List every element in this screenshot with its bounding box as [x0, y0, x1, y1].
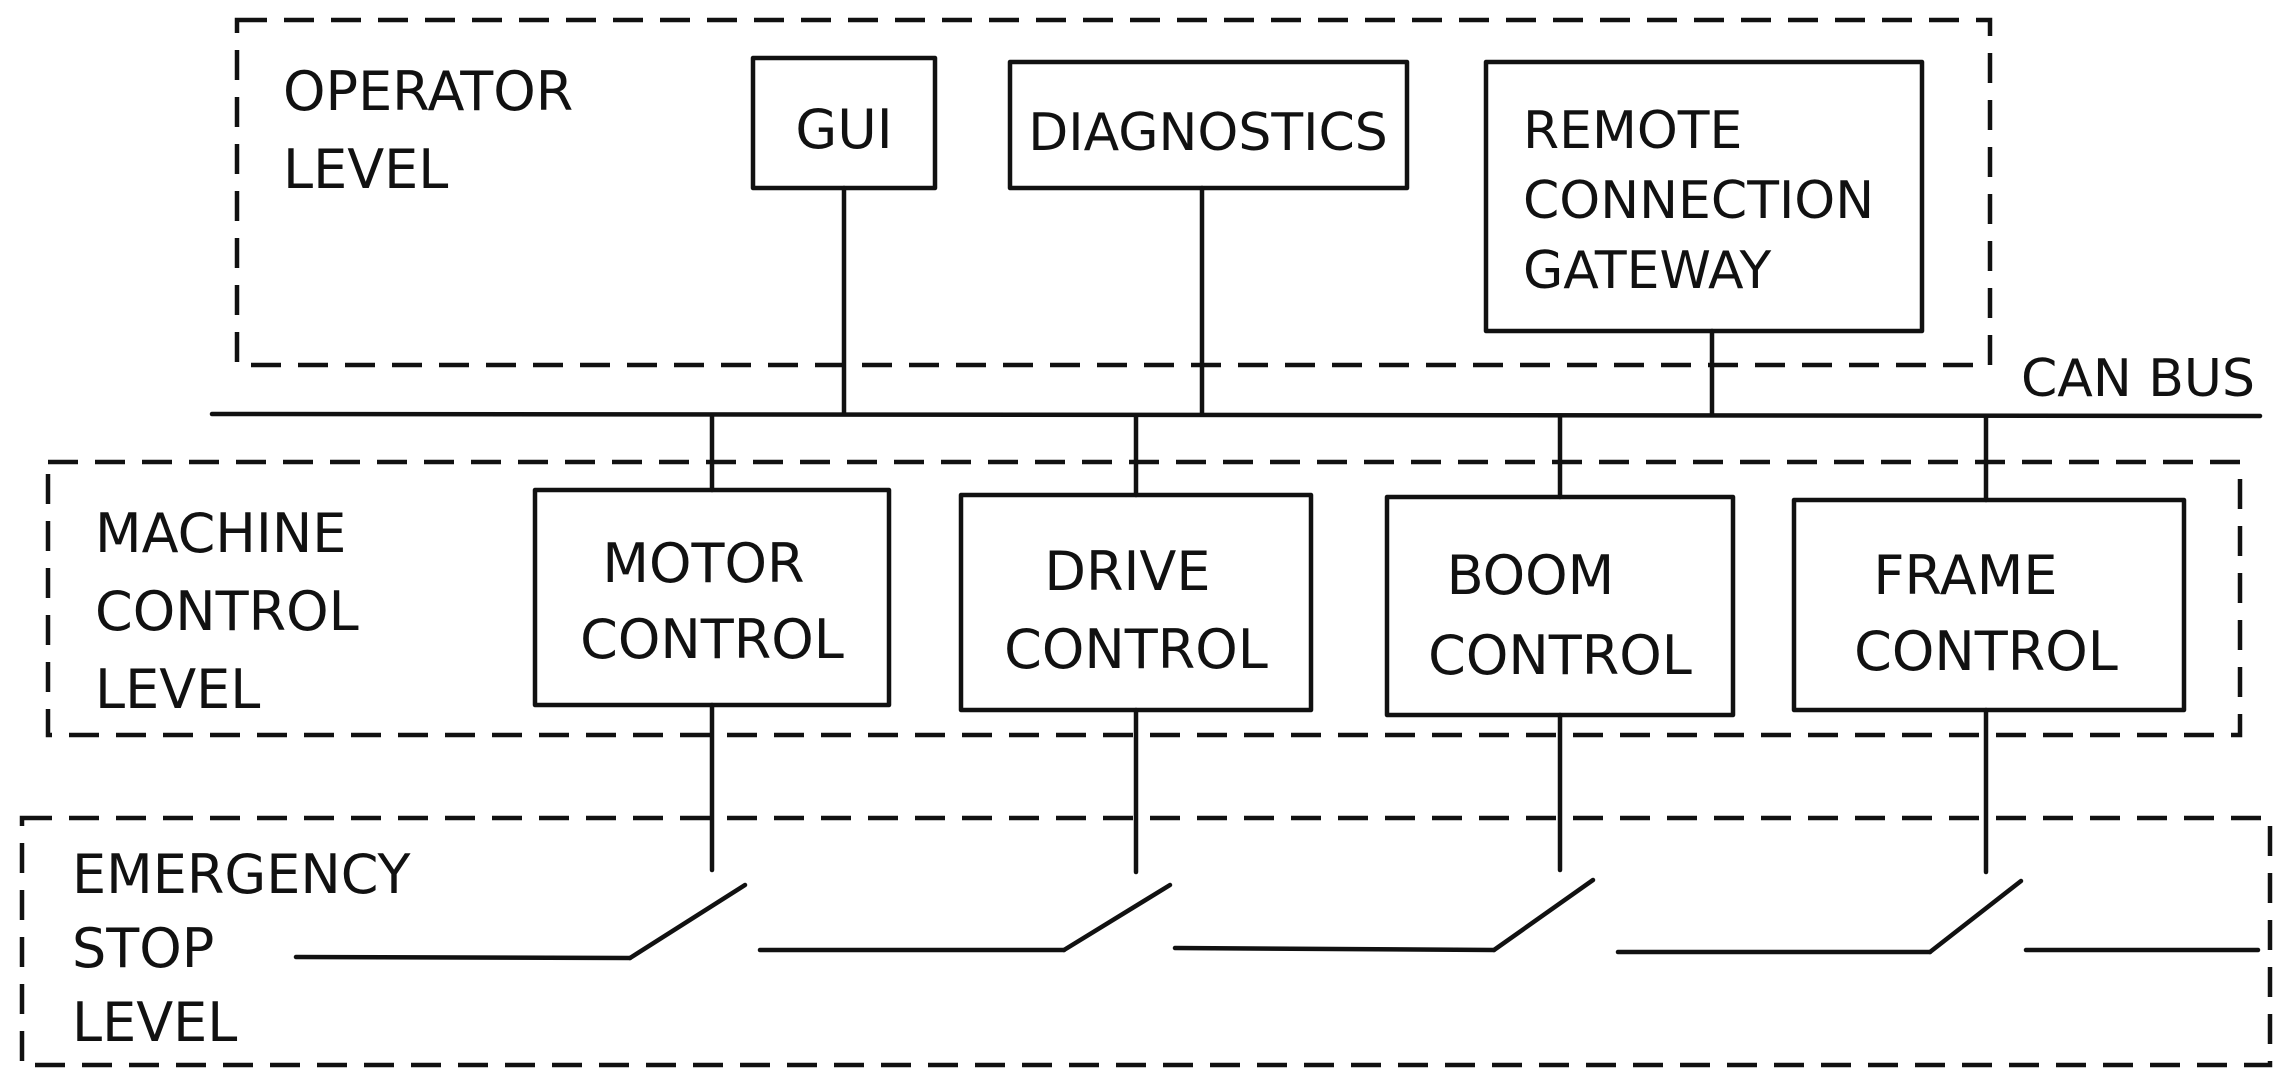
emergency-stop-level-frame: [19, 815, 2273, 1068]
estop-segment-3: [1172, 945, 1497, 953]
emergency-level-line-2: STOP: [72, 917, 214, 980]
can-bus-label: CAN BUS: [2021, 349, 2255, 409]
operator-level-line-2: LEVEL: [283, 138, 448, 201]
drive-control-label: DRIVE CONTROL: [1004, 540, 1268, 681]
machine-level-line-3: LEVEL: [95, 658, 260, 721]
operator-level-frame: [234, 17, 1993, 368]
motor-control-box: [532, 487, 892, 708]
machine-control-level-label: MACHINE CONTROL LEVEL: [95, 502, 376, 721]
boom-estop-switch: [1491, 877, 1596, 953]
frame-estop-switch: [1927, 878, 2024, 955]
drive-estop-switch: [1061, 882, 1173, 953]
machine-level-line-1: MACHINE: [95, 502, 346, 565]
machine-control-level-frame: [45, 459, 2243, 738]
estop-input-segment: [293, 954, 633, 961]
frame-control-label: FRAME CONTROL: [1854, 544, 2118, 683]
emergency-level-line-1: EMERGENCY: [72, 843, 411, 906]
machine-level-line-2: CONTROL: [95, 580, 359, 643]
boom-control-label: BOOM CONTROL: [1428, 544, 1692, 687]
operator-level-label: OPERATOR LEVEL: [283, 60, 590, 201]
motor-control-label: MOTOR CONTROL: [580, 532, 844, 671]
frame-control-box: [1791, 497, 2187, 713]
motor-estop-switch: [627, 882, 748, 961]
gui-label: GUI: [795, 98, 892, 161]
diagnostics-label: DIAGNOSTICS: [1028, 103, 1388, 163]
remote-connection-gateway-box: [1483, 59, 1925, 334]
can-bus-line: [209, 411, 2263, 419]
emergency-stop-level-label: EMERGENCY STOP LEVEL: [72, 843, 428, 1054]
diagnostics-box: [1007, 59, 1410, 191]
remote-connection-gateway-label: REMOTE CONNECTION GATEWAY: [1523, 101, 1891, 301]
operator-level-line-1: OPERATOR: [283, 60, 573, 123]
emergency-level-line-3: LEVEL: [72, 991, 237, 1054]
